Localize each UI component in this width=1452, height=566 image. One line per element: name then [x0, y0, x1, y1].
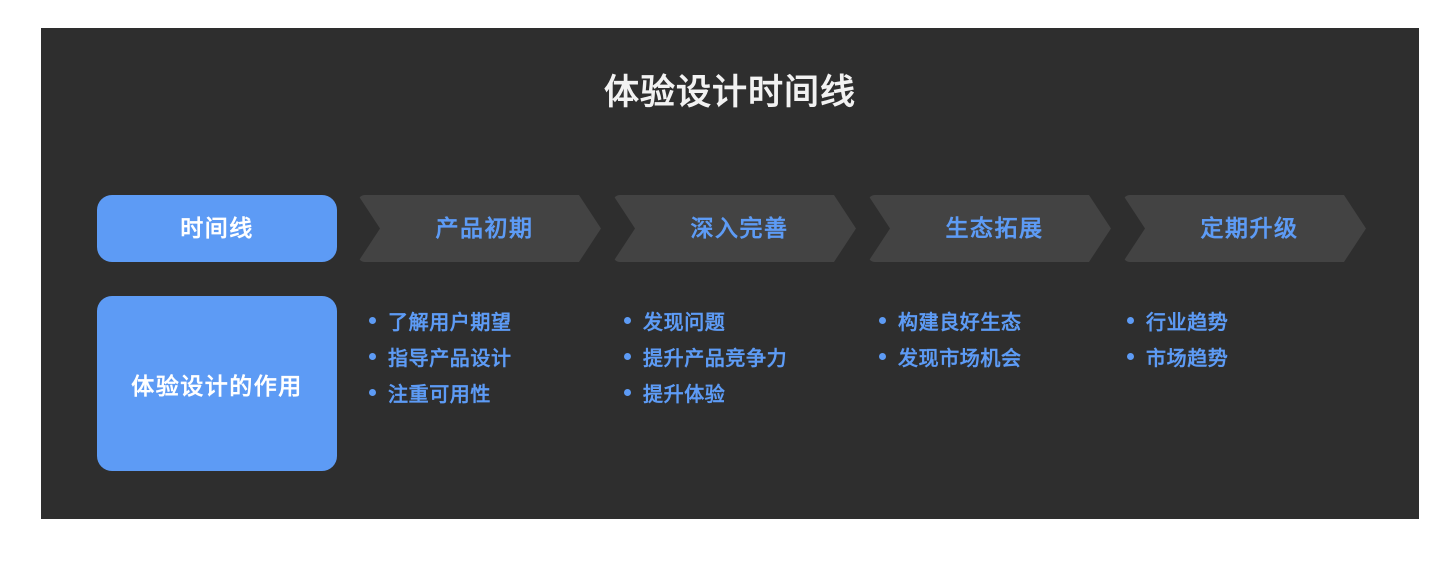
list-item[interactable]: 注重可用性	[369, 377, 619, 413]
list-item[interactable]: 了解用户期望	[369, 305, 619, 341]
stage-chevron-4-label: 定期升级	[1200, 215, 1299, 241]
bullet-dot-icon	[879, 317, 886, 324]
stage-row-header-cell[interactable]: 时间线	[97, 195, 337, 262]
stage-header-row: 时间线 产品初期 深入完善 生态拓展 定期升级	[41, 195, 1419, 262]
list-item-label: 提升产品竞争力	[643, 348, 788, 370]
list-item[interactable]: 提升产品竞争力	[624, 341, 874, 377]
list-item-label: 行业趋势	[1146, 312, 1229, 334]
list-item-label: 了解用户期望	[388, 312, 512, 334]
stage-chevron-3[interactable]: 生态拓展	[868, 195, 1111, 262]
bullet-column-2: 发现问题 提升产品竞争力 提升体验	[624, 305, 874, 413]
list-item-label: 注重可用性	[388, 384, 491, 406]
bullet-column-3: 构建良好生态 发现市场机会	[879, 305, 1129, 377]
stage-chevron-1[interactable]: 产品初期	[358, 195, 601, 262]
list-item[interactable]: 指导产品设计	[369, 341, 619, 377]
stage-row-header-label: 时间线	[180, 215, 254, 241]
stage-chevron-4[interactable]: 定期升级	[1123, 195, 1366, 262]
page-title: 体验设计时间线	[603, 73, 856, 112]
stage-chevron-2[interactable]: 深入完善	[613, 195, 856, 262]
content-row-header-cell[interactable]: 体验设计的作用	[97, 296, 337, 471]
bullet-dot-icon	[369, 353, 376, 360]
list-item[interactable]: 发现问题	[624, 305, 874, 341]
bullet-dot-icon	[624, 389, 631, 396]
list-item[interactable]: 发现市场机会	[879, 341, 1129, 377]
list-item[interactable]: 行业趋势	[1127, 305, 1377, 341]
content-row: 体验设计的作用 了解用户期望 指导产品设计 注重可用性	[41, 296, 1419, 471]
stage-chevron-2-label: 深入完善	[690, 215, 789, 241]
bullet-dot-icon	[879, 353, 886, 360]
bullet-dot-icon	[369, 317, 376, 324]
content-row-header-label: 体验设计的作用	[131, 372, 303, 399]
bullet-column-4: 行业趋势 市场趋势	[1127, 305, 1377, 377]
list-item-label: 指导产品设计	[388, 348, 512, 370]
timeline-card: 体验设计时间线 时间线 产品初期 深入完善 生态拓展 定期升级 体验设计的作用	[41, 28, 1419, 519]
bullet-dot-icon	[369, 389, 376, 396]
list-item-label: 发现问题	[643, 312, 726, 334]
list-item[interactable]: 市场趋势	[1127, 341, 1377, 377]
bullet-dot-icon	[1127, 317, 1134, 324]
stage-chevron-3-label: 生态拓展	[945, 215, 1044, 241]
stage-chevron-1-label: 产品初期	[435, 215, 534, 241]
list-item[interactable]: 构建良好生态	[879, 305, 1129, 341]
bullet-column-1: 了解用户期望 指导产品设计 注重可用性	[369, 305, 619, 413]
bullet-dot-icon	[624, 317, 631, 324]
bullet-dot-icon	[624, 353, 631, 360]
list-item-label: 市场趋势	[1146, 348, 1229, 370]
list-item[interactable]: 提升体验	[624, 377, 874, 413]
list-item-label: 发现市场机会	[898, 348, 1022, 370]
list-item-label: 提升体验	[643, 384, 726, 406]
list-item-label: 构建良好生态	[898, 312, 1022, 334]
bullet-dot-icon	[1127, 353, 1134, 360]
